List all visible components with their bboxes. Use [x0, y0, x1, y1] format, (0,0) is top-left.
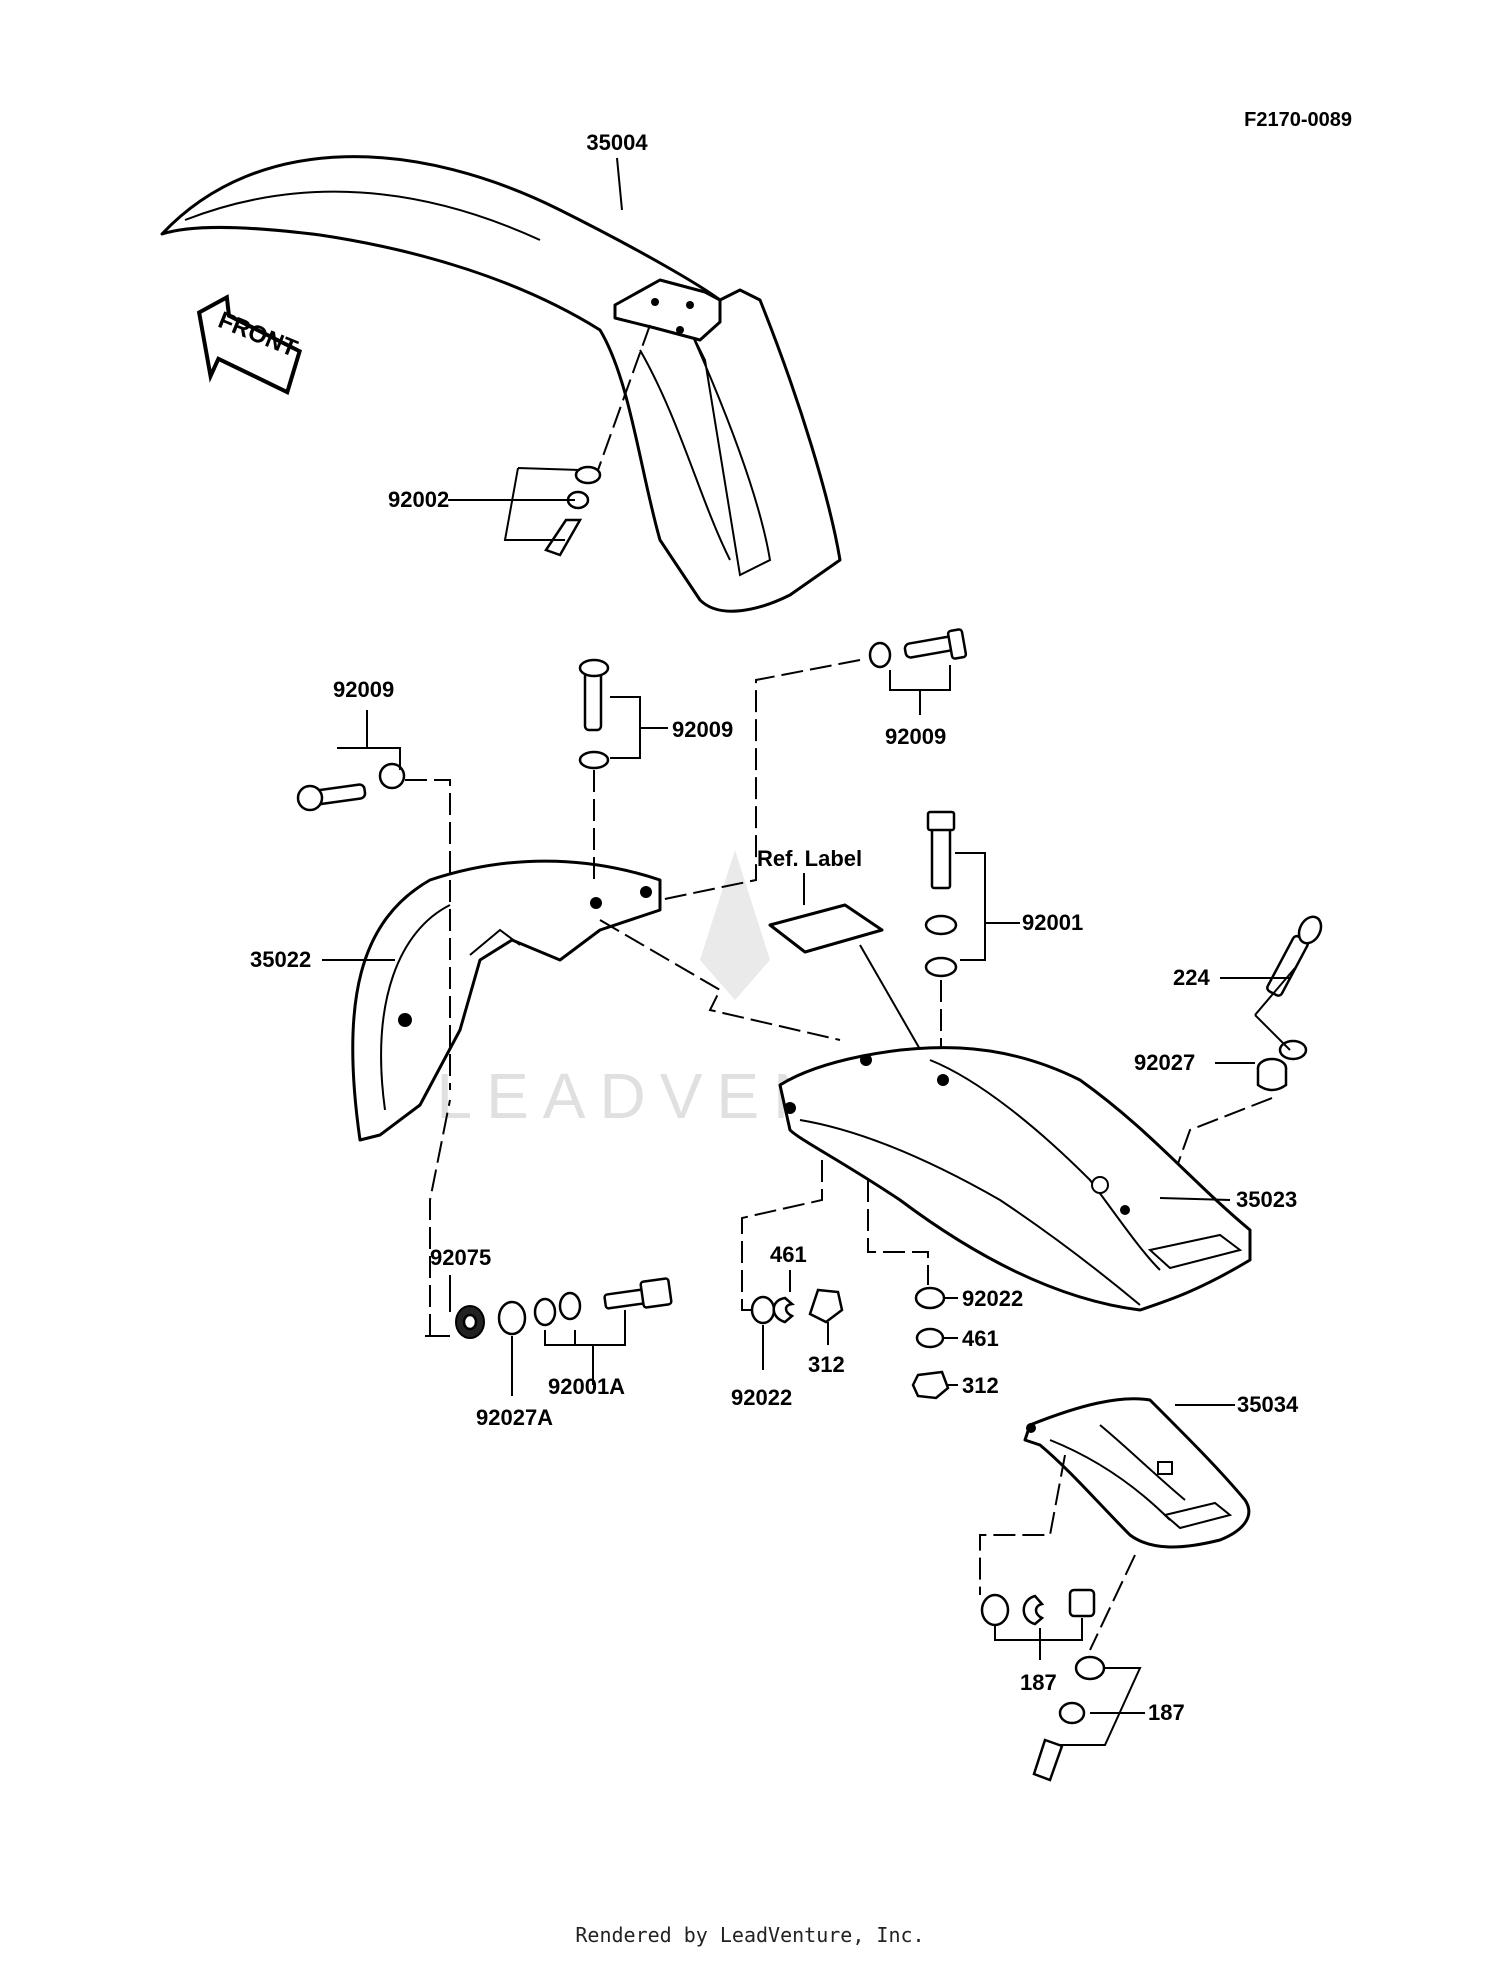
hardware-92009-right[interactable]: 92009: [659, 628, 968, 901]
part-number-312-a: 312: [808, 1352, 845, 1377]
part-number-35022: 35022: [250, 947, 311, 972]
rear-flap-35034[interactable]: 35034: [1023, 1392, 1299, 1549]
front-arrow: FRONT: [196, 294, 303, 395]
hardware-group-a[interactable]: 461 312 92022: [731, 1160, 845, 1410]
part-number-187-b: 187: [1148, 1700, 1185, 1725]
part-number-92075: 92075: [430, 1245, 491, 1270]
hardware-224[interactable]: 224: [1173, 913, 1325, 1061]
drawing-code: F2170-0089: [1244, 109, 1352, 131]
part-number-92002: 92002: [388, 487, 449, 512]
assembly-link-line: [599, 919, 841, 1041]
rear-fender-35023[interactable]: 35023: [778, 1046, 1297, 1312]
part-number-92022-b: 92022: [962, 1286, 1023, 1311]
hardware-92009-left[interactable]: 92009: [296, 677, 451, 1090]
hardware-187-b[interactable]: 187: [1032, 1554, 1185, 1782]
part-number-187-a: 187: [1020, 1670, 1057, 1695]
hardware-92002[interactable]: 92002: [388, 324, 651, 557]
footer-credit: Rendered by LeadVenture, Inc.: [575, 1923, 924, 1947]
hardware-92027A[interactable]: 92027A: [476, 1300, 553, 1430]
part-number-35023: 35023: [1236, 1187, 1297, 1212]
part-number-92001A: 92001A: [548, 1374, 625, 1399]
link-line-mudguard: [429, 1099, 451, 1336]
hardware-group-b[interactable]: 92022 461 312: [867, 1180, 1023, 1400]
part-number-461-a: 461: [770, 1242, 807, 1267]
part-number-92001: 92001: [1022, 910, 1083, 935]
ref-label-text: Ref. Label: [757, 846, 862, 871]
part-number-92009-center: 92009: [672, 717, 733, 742]
ref-label: Ref. Label: [757, 846, 926, 1059]
part-number-461-b: 461: [962, 1326, 999, 1351]
hardware-187-a[interactable]: 187: [979, 1454, 1096, 1695]
front-fender-35004[interactable]: 35004: [160, 130, 842, 613]
part-number-312-b: 312: [962, 1373, 999, 1398]
part-number-224: 224: [1173, 965, 1210, 990]
part-number-35034: 35034: [1237, 1392, 1299, 1417]
mudguard-35022[interactable]: 35022: [250, 859, 662, 1142]
part-number-92009-left: 92009: [333, 677, 394, 702]
hardware-92001[interactable]: 92001: [924, 810, 1083, 1050]
part-number-35004: 35004: [586, 130, 648, 155]
part-number-92022-a: 92022: [731, 1385, 792, 1410]
hardware-92075[interactable]: 92075: [425, 1245, 491, 1339]
part-number-92027A: 92027A: [476, 1405, 553, 1430]
hardware-92001A[interactable]: 92001A: [533, 1277, 673, 1399]
hardware-92009-center[interactable]: 92009: [578, 658, 733, 880]
part-number-92009-right: 92009: [885, 724, 946, 749]
part-number-92027: 92027: [1134, 1050, 1195, 1075]
